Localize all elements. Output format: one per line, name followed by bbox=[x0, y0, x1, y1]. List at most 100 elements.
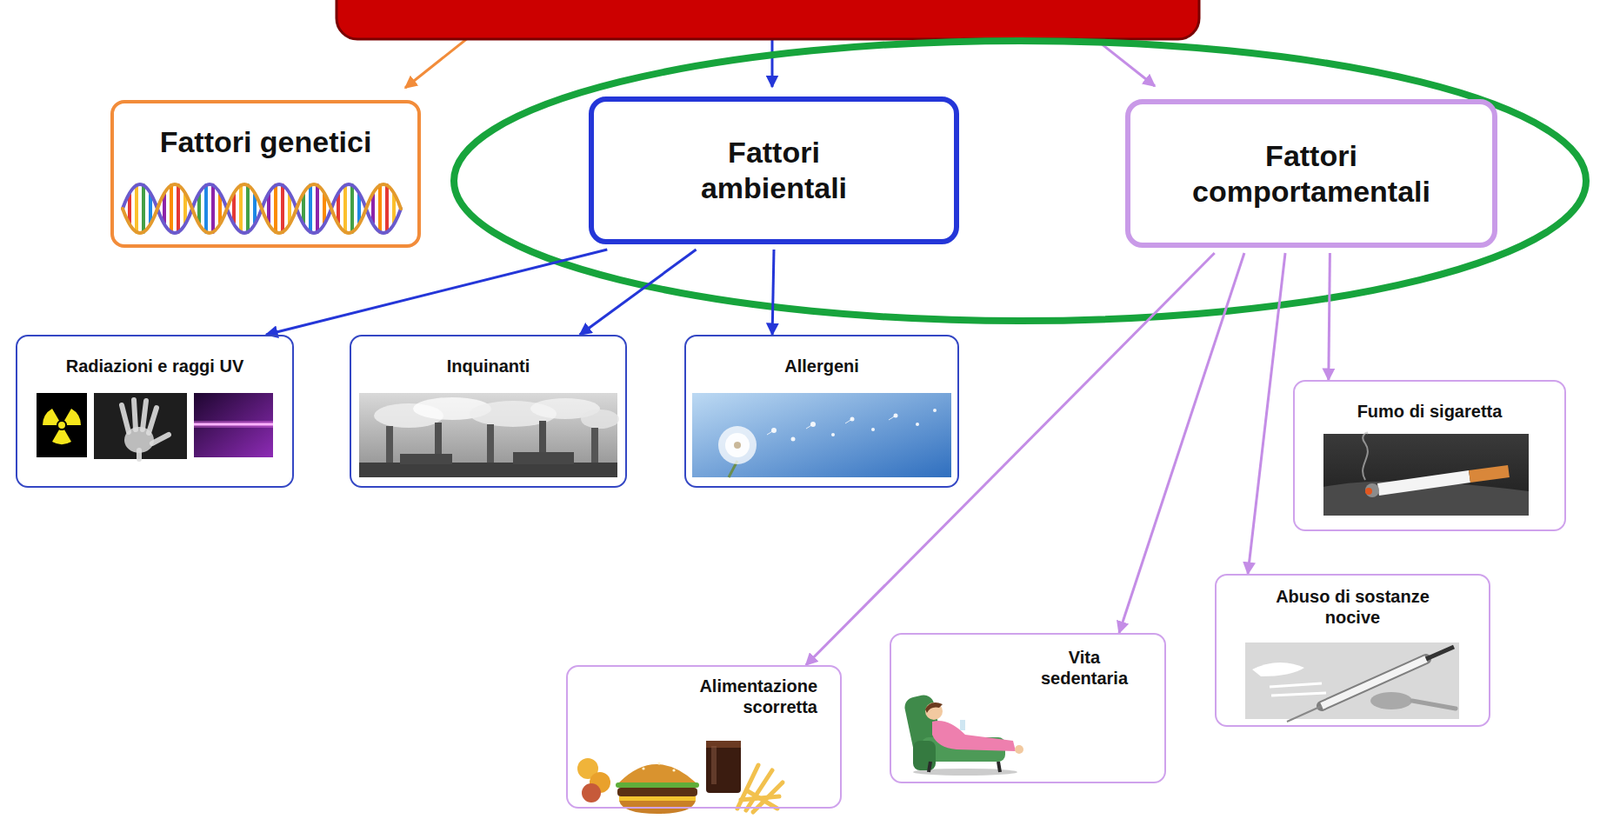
cigarette-photo bbox=[1323, 433, 1529, 516]
dandelion-photo-part bbox=[718, 426, 757, 465]
dandelion-photo-part bbox=[733, 441, 741, 449]
node-label: Fattori comportamentali bbox=[1167, 138, 1455, 210]
dna-icon-part-part bbox=[315, 185, 320, 233]
radiation-icons-part-part bbox=[142, 400, 147, 430]
radiation-icons-part bbox=[93, 393, 187, 460]
drugs-photo-part bbox=[1412, 700, 1456, 709]
dandelion-photo-part-part bbox=[871, 427, 875, 432]
drugs-photo-part bbox=[1370, 692, 1413, 710]
dna-icon-part-part bbox=[134, 185, 139, 233]
connector-arrow bbox=[772, 249, 774, 335]
junk-food-illustration-part bbox=[619, 796, 696, 801]
radiation-icons-part-part bbox=[133, 400, 136, 430]
radiation-icons bbox=[36, 393, 274, 460]
connector-arrow bbox=[1328, 253, 1331, 380]
radiation-icons-part-part bbox=[152, 434, 169, 444]
factory-photo-part bbox=[580, 409, 620, 429]
drugs-photo-part bbox=[1252, 662, 1305, 677]
drugs-photo bbox=[1245, 642, 1460, 722]
dna-icon-part-part bbox=[308, 185, 313, 233]
drugs-photo-part bbox=[1286, 706, 1322, 722]
category-box: Fumo di sigaretta bbox=[1293, 380, 1567, 532]
armchair-illustration-part bbox=[925, 702, 943, 720]
header-bar bbox=[336, 0, 1200, 40]
factory-photo-part bbox=[359, 393, 618, 478]
dandelion-photo-part-part bbox=[888, 415, 896, 420]
category-box: Abuso di sostanze nocive bbox=[1214, 573, 1491, 727]
junk-food-illustration-part bbox=[619, 764, 696, 783]
armchair-illustration-part bbox=[913, 740, 936, 771]
factory-photo-part bbox=[359, 462, 618, 478]
armchair-illustration-part bbox=[1014, 745, 1024, 754]
junk-food-illustration-part-part bbox=[672, 768, 675, 772]
node-label: Allergeni bbox=[784, 355, 860, 377]
dandelion-photo-part-part bbox=[915, 422, 920, 427]
dna-icon-part-part bbox=[378, 185, 382, 233]
junk-food-illustration-part bbox=[641, 761, 675, 772]
cigarette-photo-part bbox=[1323, 433, 1529, 516]
dandelion-photo-part-part bbox=[845, 419, 853, 424]
radiation-icons-part bbox=[193, 420, 274, 428]
category-box: Vita sedentaria bbox=[889, 633, 1167, 784]
dna-icon-part bbox=[122, 184, 401, 234]
radiation-icons-part bbox=[42, 408, 60, 426]
dandelion-photo-part bbox=[771, 408, 937, 442]
dna-icon-part-part bbox=[350, 185, 354, 233]
dandelion-photo-part-part bbox=[933, 408, 937, 413]
drugs-photo-part bbox=[1426, 646, 1454, 660]
dna-icon-part-part bbox=[176, 185, 180, 233]
radiation-icons-part-part bbox=[148, 407, 157, 434]
cigarette-photo-part bbox=[1469, 471, 1509, 477]
radiation-icons-part-part bbox=[136, 450, 142, 460]
connector-arrow bbox=[1247, 253, 1286, 574]
node-label: Vita sedentaria bbox=[1032, 646, 1137, 689]
armchair-illustration-part bbox=[928, 761, 931, 773]
dandelion-photo-part bbox=[692, 393, 952, 478]
factor-box: Fattori genetici bbox=[110, 100, 421, 248]
highlight-ellipse bbox=[453, 40, 1587, 321]
connector-arrow bbox=[580, 249, 697, 335]
connector-arrow bbox=[266, 249, 607, 335]
dna-icon-part-part bbox=[204, 185, 208, 233]
junk-food-illustration-part bbox=[711, 746, 717, 785]
dandelion-photo bbox=[692, 393, 952, 478]
dna-icon-part-part bbox=[141, 185, 146, 233]
factory-photo-part bbox=[513, 452, 574, 465]
category-box: Inquinanti bbox=[349, 334, 627, 488]
node-label: Fumo di sigaretta bbox=[1357, 400, 1503, 422]
junk-food-illustration-part bbox=[737, 765, 783, 813]
armchair-illustration-part bbox=[932, 720, 1016, 752]
dna-icon-part bbox=[122, 184, 401, 234]
dna-icon-part-part bbox=[273, 185, 278, 233]
dandelion-photo-part-part bbox=[806, 424, 814, 429]
node-label: Radiazioni e raggi UV bbox=[66, 355, 244, 377]
drugs-photo-part bbox=[1269, 683, 1322, 687]
dna-icon-part-part bbox=[239, 185, 243, 233]
dandelion-photo-part bbox=[766, 415, 896, 435]
junk-food-illustration-part bbox=[581, 783, 601, 803]
junk-food-illustration-part bbox=[617, 787, 698, 797]
connector-arrow bbox=[1119, 253, 1245, 634]
dna-icon-part-part bbox=[211, 185, 215, 233]
factor-box: Fattori ambientali bbox=[588, 96, 960, 245]
dna-icon bbox=[122, 184, 401, 234]
radiation-icons-part bbox=[52, 429, 72, 445]
cigarette-photo-part bbox=[1362, 433, 1368, 480]
cigarette-photo-part bbox=[1365, 487, 1373, 495]
junk-food-illustration bbox=[577, 740, 783, 814]
drugs-photo-part bbox=[1245, 642, 1460, 720]
category-box: Allergeni bbox=[684, 334, 960, 488]
junk-food-illustration-part-part bbox=[657, 761, 660, 765]
category-box: Alimentazione scorretta bbox=[566, 665, 842, 809]
radiation-icons-part bbox=[58, 421, 66, 429]
cigarette-photo-part bbox=[1378, 476, 1470, 490]
armchair-illustration-part bbox=[925, 702, 943, 714]
radiation-icons-part bbox=[121, 400, 169, 460]
connector-arrow bbox=[806, 253, 1215, 666]
dna-icon-part-part bbox=[343, 185, 347, 233]
radiation-icons-part bbox=[36, 393, 87, 458]
junk-food-illustration-part-part bbox=[747, 791, 778, 809]
dandelion-photo-part-part bbox=[766, 430, 774, 435]
node-label: Inquinanti bbox=[446, 355, 531, 377]
